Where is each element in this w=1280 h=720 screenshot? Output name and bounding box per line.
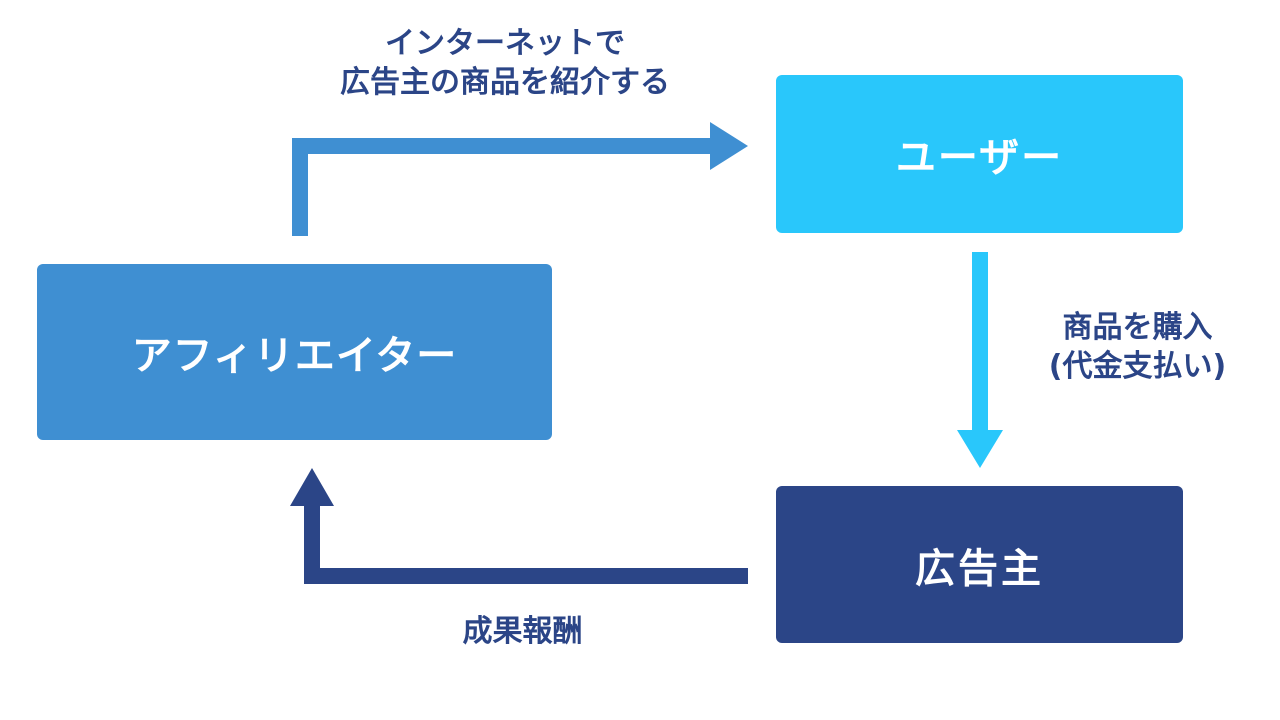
node-advertiser-label: 広告主 [915,545,1044,592]
arrow-advertiser-to-affiliator [304,503,748,584]
arrow-advertiser-to-affiliator-head [290,468,334,506]
edge-label-line: (代金支払い) [1048,349,1227,384]
node-user: ユーザー [776,75,1183,233]
node-user-label: ユーザー [895,135,1064,181]
arrow-affiliator-to-user-head [710,122,748,170]
edge-label-line: 成果報酬 [462,614,583,649]
edge-label-line: インターネットで [385,26,625,61]
edge-label-line: 広告主の商品を紹介する [340,65,670,100]
edge-label-user-to-advertiser: 商品を購入 (代金支払い) [1005,308,1270,386]
edge-label-affiliator-to-user: インターネットで 広告主の商品を紹介する [280,24,730,102]
arrow-user-to-advertiser-head [957,430,1003,468]
edge-label-advertiser-to-affiliator: 成果報酬 [405,612,640,651]
arrow-affiliator-to-user [292,138,712,236]
edge-label-line: 商品を購入 [1062,310,1213,345]
node-affiliator: アフィリエイター [37,264,552,440]
node-advertiser: 広告主 [776,486,1183,643]
node-affiliator-label: アフィリエイター [131,333,458,379]
